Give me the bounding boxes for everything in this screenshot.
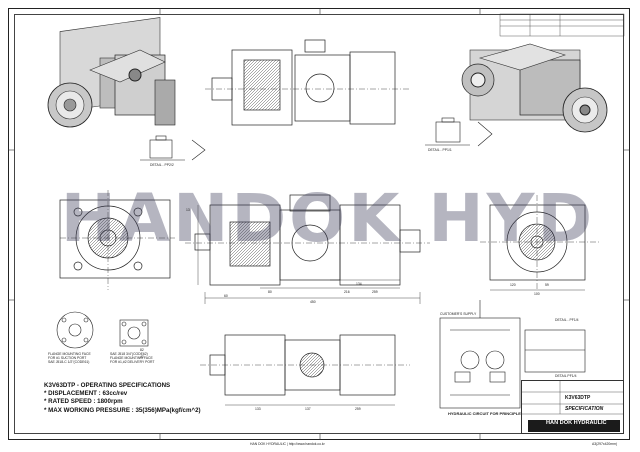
title-model: K3V63DTP bbox=[565, 395, 591, 401]
label-detail-pf1: DETAIL - PF1/4 bbox=[555, 318, 579, 322]
company-logo: HAN DOK HYDRAULIC bbox=[528, 420, 620, 432]
label-detail-caption: DETAIL PF1/4 bbox=[555, 374, 577, 378]
dim-42: 42 bbox=[140, 355, 144, 359]
hydraulic-circuit bbox=[439, 300, 586, 409]
footer-left: HAN DOK HYDRAULIC | http://www.handok.co… bbox=[250, 442, 325, 446]
dim-82: 82 bbox=[140, 348, 144, 352]
dim-216: 216 bbox=[344, 290, 350, 294]
label-circuit-caption: HYDRAULIC CIRCUIT FOR PRINCIPLE bbox=[448, 411, 521, 416]
dim-134: 134 bbox=[356, 282, 362, 286]
dim-59: 59 bbox=[545, 283, 549, 287]
isometric-pump-left bbox=[47, 17, 176, 128]
outer-border bbox=[8, 8, 630, 440]
dim-133: 133 bbox=[255, 407, 261, 411]
spec-max-pressure: * MAX WORKING PRESSURE : 35(356)MPa(kgf/… bbox=[44, 406, 201, 414]
footer-right: A3(297x420mm) bbox=[592, 442, 618, 446]
label-detail-pp2: DETAIL - PP2/2 bbox=[150, 163, 174, 167]
inner-border bbox=[14, 14, 624, 434]
plan-view bbox=[200, 334, 410, 406]
main-elevation bbox=[185, 194, 430, 304]
front-view-left bbox=[59, 190, 175, 290]
watermark: HANDOK HYD bbox=[60, 180, 596, 257]
border-ticks bbox=[8, 8, 630, 440]
detail-pp1 bbox=[425, 117, 493, 147]
dim-80: 80 bbox=[268, 290, 272, 294]
dim-259b: 259 bbox=[355, 407, 361, 411]
revision-block bbox=[499, 13, 625, 37]
title-sheet: SPECIFICATION bbox=[565, 406, 604, 412]
dim-450: 450 bbox=[310, 300, 316, 304]
detail-pp2 bbox=[140, 135, 206, 161]
spec-displacement: * DISPLACEMENT : 63cc/rev bbox=[44, 390, 128, 398]
dim-60: 60 bbox=[224, 294, 228, 298]
label-detail-pp1: DETAIL - PP1/1 bbox=[428, 148, 452, 152]
label-flange-right: SAE J518 3/4"(CODE62) FLANGE MOUNTING FA… bbox=[110, 352, 155, 364]
side-elevation-top bbox=[205, 39, 410, 126]
spec-title: K3V63DTP - OPERATING SPECIFICATIONS bbox=[44, 382, 171, 389]
label-customer-supply: CUSTOMER'S SUPPLY bbox=[440, 312, 477, 316]
dim-259: 259 bbox=[372, 290, 378, 294]
dim-137: 137 bbox=[305, 407, 311, 411]
dim-120: 120 bbox=[510, 283, 516, 287]
front-view-right bbox=[480, 195, 600, 291]
company-name: HAN DOK HYDRAULIC bbox=[546, 420, 607, 426]
label-flange-left: FLANGE MOUNTING FACE FOR #1 SUCTION PORT… bbox=[48, 352, 91, 364]
flange-faces bbox=[56, 311, 149, 349]
title-block bbox=[521, 380, 624, 434]
dim-13: 13 bbox=[186, 208, 190, 212]
spec-rated-speed: * RATED SPEED : 1800rpm bbox=[44, 398, 123, 406]
spec-block: K3V63DTP - OPERATING SPECIFICATIONS * DI… bbox=[44, 382, 201, 415]
title-block-grid bbox=[521, 380, 624, 415]
dim-100: 100 bbox=[534, 292, 540, 296]
isometric-pump-right bbox=[461, 43, 608, 133]
